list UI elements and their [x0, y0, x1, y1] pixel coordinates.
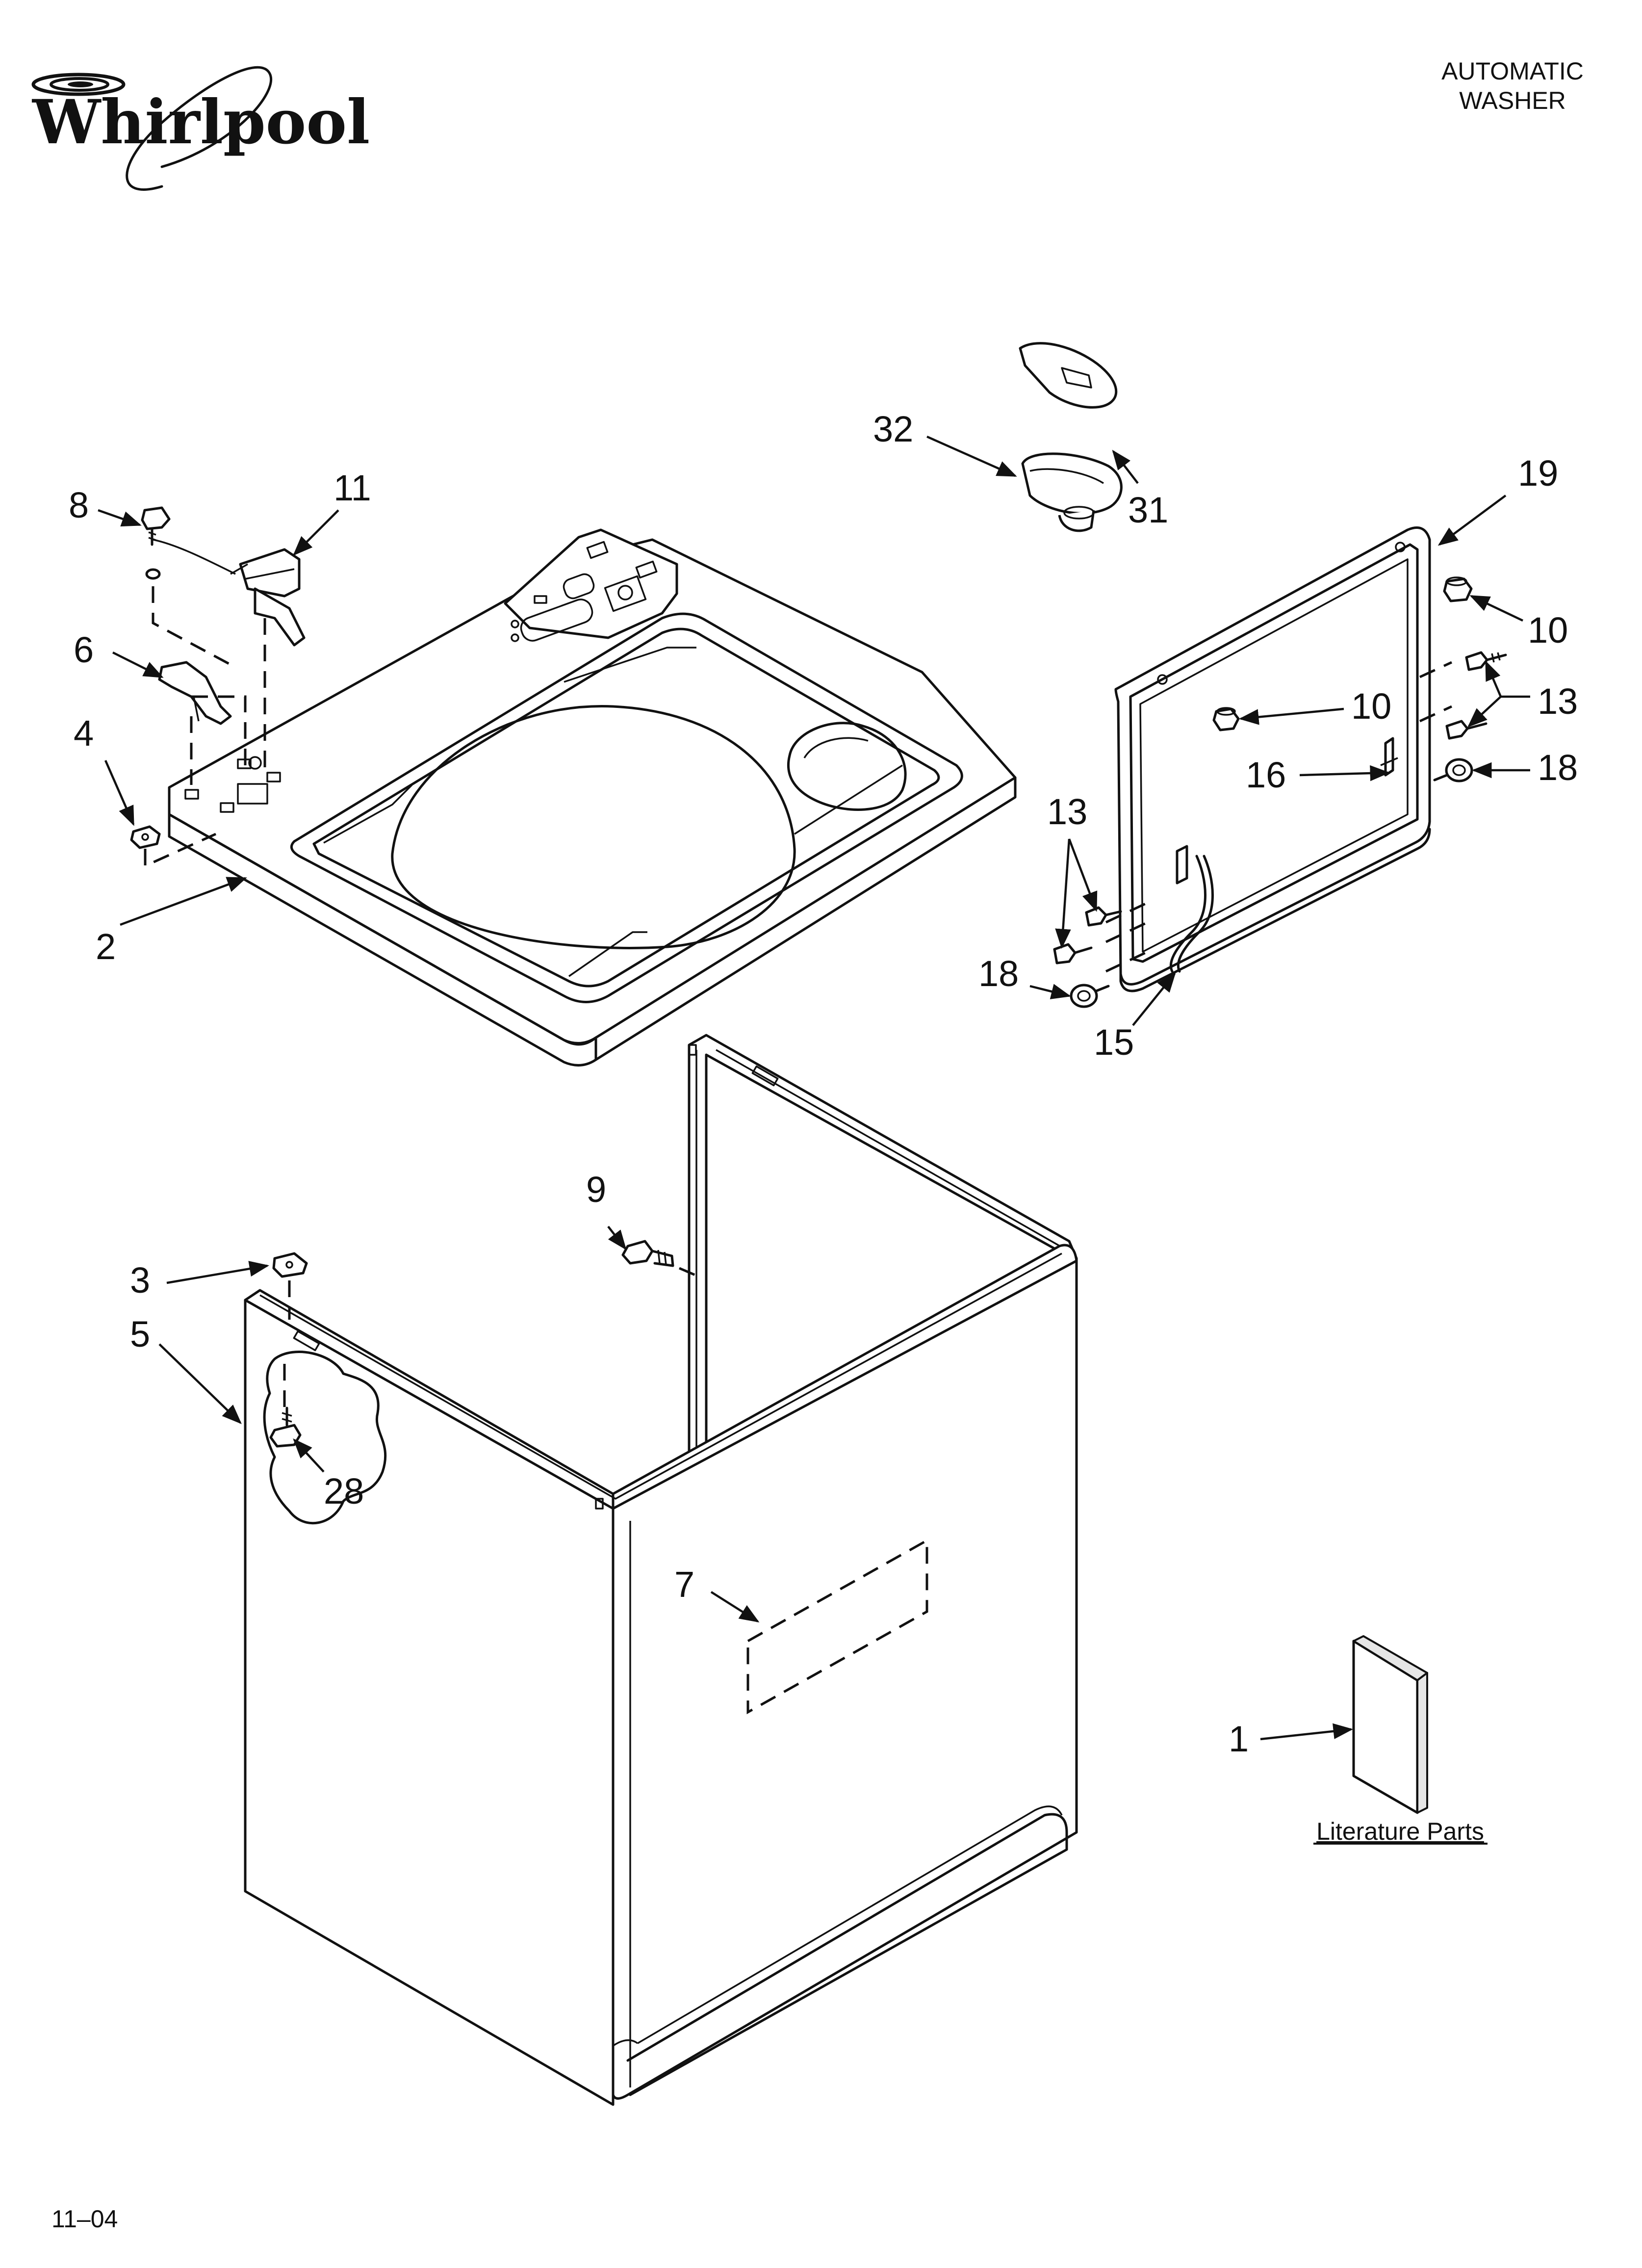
part-11-lid-switch: [230, 548, 306, 775]
leader-2: [120, 877, 247, 926]
callout-13-right: 13: [1538, 681, 1578, 722]
leader-28: [293, 1438, 325, 1473]
callout-18-right: 18: [1538, 747, 1578, 788]
part-10-bumper-lid: [1212, 707, 1240, 731]
part-10-bumper-top: [1443, 576, 1473, 602]
leader-3: [166, 1261, 269, 1284]
part-18-bushing-left: [1070, 984, 1110, 1008]
leader-5: [158, 1343, 242, 1424]
leader-1: [1260, 1723, 1354, 1741]
callout-10-top: 10: [1528, 610, 1568, 651]
callout-31: 31: [1128, 490, 1168, 530]
date-code: 11–04: [51, 2205, 118, 2233]
callout-13-left: 13: [1047, 791, 1087, 832]
callout-2: 2: [96, 926, 116, 967]
callout-1: 1: [1229, 1719, 1249, 1759]
leader-10-lid: [1238, 707, 1344, 725]
leader-31: [1112, 449, 1139, 484]
callout-15: 15: [1094, 1022, 1134, 1063]
leader-19: [1437, 495, 1507, 546]
leader-16: [1299, 765, 1390, 782]
leader-arrows: [98, 435, 1530, 1741]
top-panel-drawing: [168, 528, 1017, 1067]
doc-title-line1: AUTOMATIC: [1441, 57, 1584, 85]
callout-11: 11: [334, 468, 371, 508]
callout-4: 4: [74, 713, 94, 754]
leader-15: [1132, 972, 1176, 1026]
leader-9: [607, 1225, 627, 1251]
callout-32: 32: [873, 409, 913, 449]
part-3-clip: [272, 1252, 308, 1320]
cabinet-drawing: [244, 1034, 1078, 2106]
leader-13-left-a: [1055, 838, 1071, 949]
part-9-screw: [621, 1240, 697, 1277]
doc-title-line2: WASHER: [1459, 87, 1566, 114]
leader-11: [293, 509, 339, 556]
part-6-wire-clip: [158, 661, 247, 785]
part-8-screw: [141, 506, 236, 669]
part-13-screws-left: [1053, 906, 1122, 965]
leader-32: [926, 435, 1017, 477]
leader-13-right-b: [1467, 696, 1502, 728]
callout-8: 8: [69, 485, 89, 525]
callout-19: 19: [1518, 453, 1558, 494]
leader-8: [98, 509, 142, 527]
leader-4: [104, 760, 135, 826]
callout-3: 3: [130, 1260, 150, 1301]
part-28-cutaway: [263, 1351, 387, 1525]
part-31-dispenser-cap: [1019, 342, 1118, 409]
callout-18-left: 18: [978, 953, 1019, 994]
callout-28: 28: [324, 1471, 364, 1512]
leader-18-left: [1029, 984, 1071, 999]
leader-7: [710, 1591, 760, 1623]
callout-10-lid: 10: [1351, 686, 1391, 727]
leader-6: [112, 651, 164, 678]
brand-logo: Whirlpool: [31, 66, 370, 191]
callout-numbers: 8 11 6 4 2 32 31 19 10 10 13 18 16 13 18…: [69, 409, 1578, 1759]
part-13-screws-right: [1445, 651, 1507, 740]
callout-5: 5: [130, 1314, 150, 1355]
callout-7: 7: [674, 1564, 694, 1605]
callout-16: 16: [1246, 755, 1286, 795]
callout-9: 9: [586, 1169, 606, 1210]
part-18-bushing-right: [1433, 758, 1473, 782]
brand-name: Whirlpool: [31, 87, 370, 158]
part-4-clip: [130, 825, 217, 868]
literature-parts-label: Literature Parts: [1316, 1818, 1484, 1845]
leader-13-right-a: [1485, 660, 1530, 698]
part-1-literature-booklet: [1352, 1635, 1428, 1814]
lid-drawing: [1105, 526, 1453, 992]
part-7-label-outline: [746, 1538, 928, 1715]
leader-10-top: [1469, 595, 1523, 622]
leader-13-left-b: [1068, 838, 1098, 912]
part-32-dispenser-cup: [1021, 452, 1123, 532]
whirlpool-swirl-logo-icon: [31, 66, 272, 191]
callout-6: 6: [74, 629, 94, 670]
